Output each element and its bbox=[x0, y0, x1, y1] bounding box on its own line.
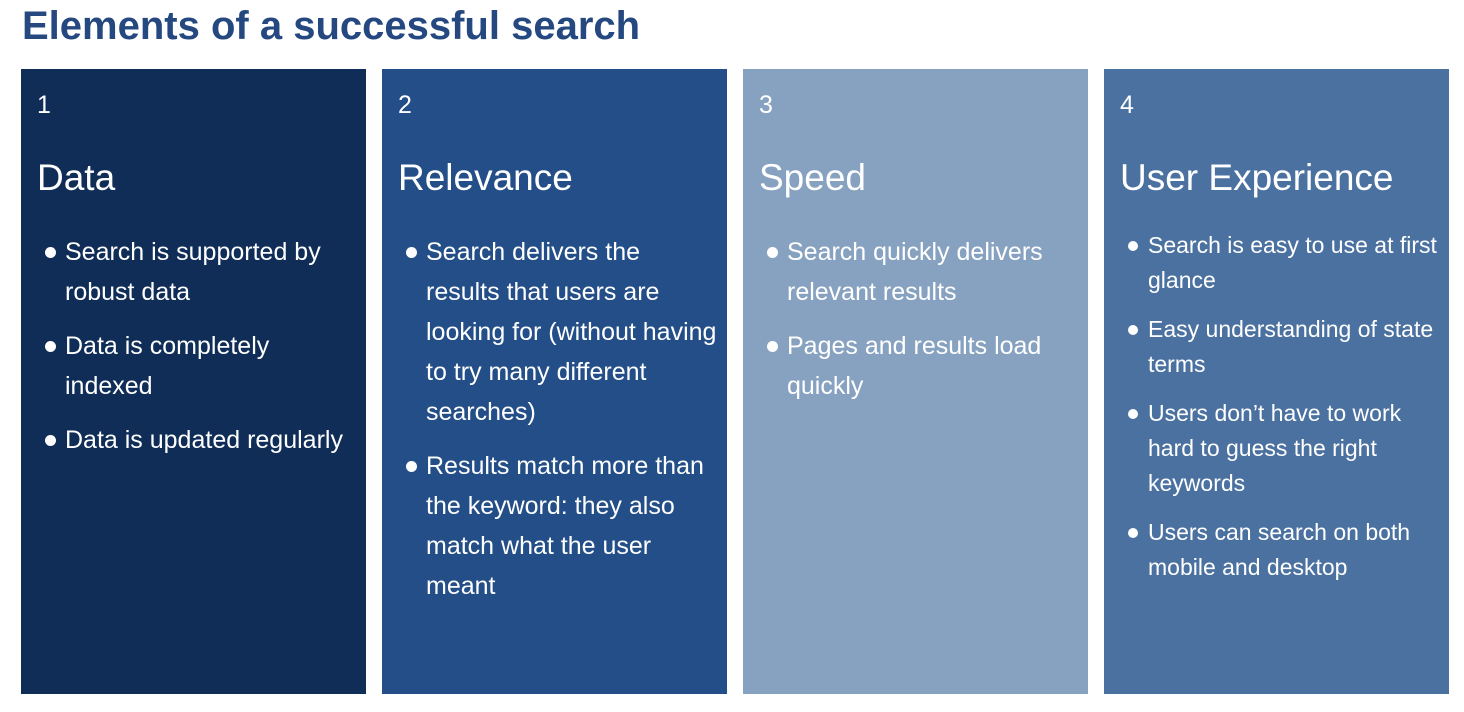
card-user-experience: 4 User Experience Search is easy to use … bbox=[1104, 69, 1449, 694]
bullet-item: Search is supported by robust data bbox=[45, 232, 356, 312]
bullet-text: Users don’t have to work hard to guess t… bbox=[1148, 400, 1402, 496]
card-number: 1 bbox=[37, 91, 51, 119]
card-title: Speed bbox=[759, 157, 866, 198]
bullet-text: Search quickly delivers relevant results bbox=[787, 238, 1043, 306]
bullet-item: Users don’t have to work hard to guess t… bbox=[1128, 396, 1439, 501]
bullet-dot-icon bbox=[45, 247, 56, 258]
bullet-dot-icon bbox=[45, 435, 56, 446]
card-relevance: 2 Relevance Search delivers the results … bbox=[382, 69, 727, 694]
bullet-text: Pages and results load quickly bbox=[787, 332, 1042, 400]
cards-row: 1 Data Search is supported by robust dat… bbox=[21, 69, 1449, 694]
bullet-item: Search quickly delivers relevant results bbox=[767, 232, 1078, 312]
bullet-text: Data is completely indexed bbox=[65, 332, 270, 400]
card-title: User Experience bbox=[1120, 157, 1394, 198]
bullet-text: Search delivers the results that users a… bbox=[426, 238, 717, 426]
bullet-text: Results match more than the keyword: the… bbox=[426, 452, 704, 600]
bullet-dot-icon bbox=[406, 461, 417, 472]
card-data: 1 Data Search is supported by robust dat… bbox=[21, 69, 366, 694]
bullet-item: Pages and results load quickly bbox=[767, 326, 1078, 406]
bullet-dot-icon bbox=[767, 247, 778, 258]
card-number: 3 bbox=[759, 91, 773, 119]
card-title: Relevance bbox=[398, 157, 573, 198]
card-bullet-list: Search is easy to use at first glance Ea… bbox=[1128, 228, 1439, 599]
card-number: 2 bbox=[398, 91, 412, 119]
bullet-text: Data is updated regularly bbox=[65, 426, 343, 454]
card-bullet-list: Search is supported by robust data Data … bbox=[45, 232, 356, 474]
card-bullet-list: Search delivers the results that users a… bbox=[406, 232, 717, 620]
bullet-dot-icon bbox=[406, 247, 417, 258]
bullet-item: Results match more than the keyword: the… bbox=[406, 446, 717, 606]
bullet-item: Data is completely indexed bbox=[45, 326, 356, 406]
bullet-text: Users can search on both mobile and desk… bbox=[1148, 519, 1411, 580]
bullet-dot-icon bbox=[1128, 325, 1138, 335]
bullet-item: Users can search on both mobile and desk… bbox=[1128, 515, 1439, 585]
bullet-text: Easy understanding of state terms bbox=[1148, 316, 1434, 377]
bullet-item: Search delivers the results that users a… bbox=[406, 232, 717, 432]
card-title: Data bbox=[37, 157, 116, 198]
bullet-dot-icon bbox=[1128, 528, 1138, 538]
page-title: Elements of a successful search bbox=[22, 4, 641, 48]
bullet-dot-icon bbox=[1128, 241, 1138, 251]
bullet-dot-icon bbox=[45, 341, 56, 352]
bullet-item: Search is easy to use at first glance bbox=[1128, 228, 1439, 298]
bullet-text: Search is easy to use at first glance bbox=[1148, 232, 1437, 293]
card-number: 4 bbox=[1120, 91, 1134, 119]
card-bullet-list: Search quickly delivers relevant results… bbox=[767, 232, 1078, 420]
bullet-item: Data is updated regularly bbox=[45, 420, 356, 460]
bullet-item: Easy understanding of state terms bbox=[1128, 312, 1439, 382]
card-speed: 3 Speed Search quickly delivers relevant… bbox=[743, 69, 1088, 694]
bullet-text: Search is supported by robust data bbox=[65, 238, 321, 306]
bullet-dot-icon bbox=[767, 341, 778, 352]
bullet-dot-icon bbox=[1128, 409, 1138, 419]
